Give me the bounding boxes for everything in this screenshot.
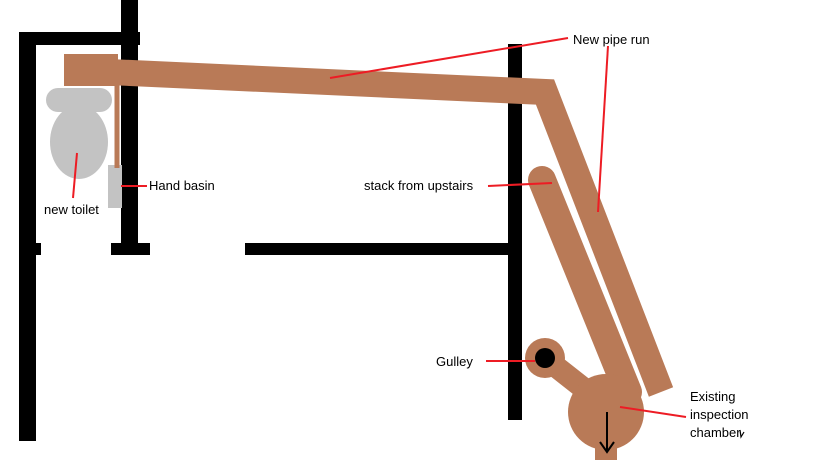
label-existing-inspection-chamber-2: inspection — [690, 407, 749, 422]
label-new-pipe-run: New pipe run — [573, 32, 650, 47]
wall-right-external — [508, 44, 522, 420]
leader-new-pipe-run-2 — [597, 45, 609, 213]
new-pipe-run — [65, 57, 674, 397]
stray-mark — [739, 429, 745, 439]
stack-pipe — [528, 166, 642, 406]
label-hand-basin: Hand basin — [149, 178, 215, 193]
toilet-connection — [64, 54, 118, 86]
label-existing-inspection-chamber-1: Existing — [690, 389, 736, 404]
wall-partition — [121, 0, 138, 255]
label-stack-from-upstairs: stack from upstairs — [364, 178, 474, 193]
gulley-inner — [535, 348, 555, 368]
wall-internal-horizontal — [245, 243, 521, 255]
leader-new-pipe-run-1 — [329, 37, 569, 79]
label-new-toilet: new toilet — [44, 202, 99, 217]
leader-stack — [487, 182, 553, 187]
wall-partition-cap — [111, 243, 150, 255]
leader-chamber — [619, 406, 687, 418]
leader-toilet — [72, 152, 78, 199]
label-existing-inspection-chamber-3: chamber — [690, 425, 741, 440]
wall-left-outer — [19, 32, 36, 441]
wall-left-cap — [19, 243, 41, 255]
hand-basin — [108, 165, 122, 208]
label-gulley: Gulley — [436, 354, 473, 369]
arrow-down-icon — [599, 412, 615, 454]
toilet-bowl — [50, 105, 108, 179]
leader-lines — [72, 37, 687, 418]
wall-top-cloakroom — [19, 32, 140, 45]
toilet — [46, 88, 112, 179]
toilet-cistern — [46, 88, 112, 112]
